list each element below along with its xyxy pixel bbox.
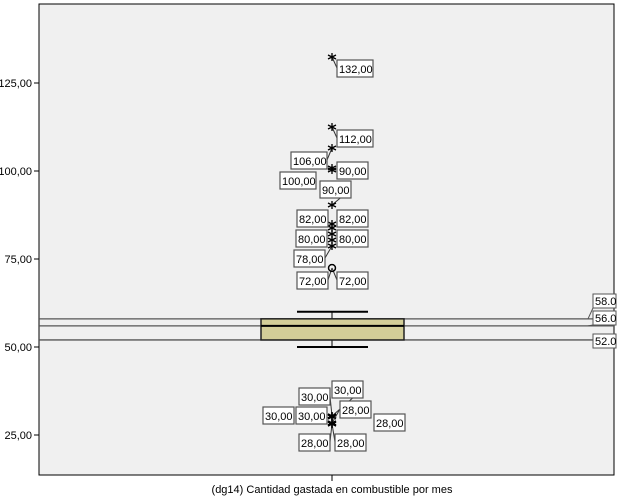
outlier-star-marker: [327, 123, 337, 131]
outlier-label-box: [295, 229, 328, 248]
outlier-label-box: [373, 413, 406, 432]
x-axis-label: (dg14) Cantidad gastada en combustible p…: [212, 484, 453, 496]
reference-line-label: 58.0: [595, 296, 616, 308]
outlier-leader-line: [324, 245, 333, 259]
outlier-label: 72,00: [299, 276, 327, 288]
outlier-label-box: [334, 433, 367, 452]
outlier-label-box: [298, 387, 331, 406]
outlier-label: 78,00: [296, 254, 324, 266]
outlier-label: 80,00: [298, 234, 326, 246]
outlier-star-marker: [327, 164, 337, 172]
outlier-label: 82,00: [339, 214, 367, 226]
y-tick-label: 25,00: [4, 430, 32, 442]
outlier-label-box: [336, 271, 369, 290]
outlier-star-marker: [327, 242, 337, 250]
reference-line-label-box: [592, 310, 617, 326]
box-plot: [260, 310, 405, 348]
outlier-leader-line: [331, 267, 338, 281]
iqr-box: [260, 318, 405, 341]
outlier-label-box: [279, 171, 317, 190]
outlier-label: 82,00: [299, 214, 327, 226]
outlier-star-marker: [327, 420, 337, 428]
outlier-leader-line: [331, 56, 338, 69]
outlier-label: 30,00: [265, 411, 293, 423]
outlier-star-marker: [327, 53, 337, 61]
outlier-label-box: [336, 59, 374, 78]
outlier-label: 28,00: [337, 438, 365, 450]
outlier-label-box: [331, 380, 364, 399]
outlier-label-box: [336, 129, 374, 148]
outliers: 132,00 112,00 106,00 100,00 90,00 90,00 82,00 8…: [262, 53, 406, 452]
reference-line-label: 56.0: [595, 313, 616, 325]
outlier-label: 30,00: [334, 385, 362, 397]
outlier-label-box: [339, 400, 372, 419]
outlier-label: 28,00: [376, 418, 404, 430]
reference-line-label-box: [592, 333, 617, 349]
outlier-label: 72,00: [339, 276, 367, 288]
y-tick-label: 75,00: [4, 254, 32, 266]
outlier-label-box: [293, 249, 326, 268]
outlier-label: 106,00: [293, 156, 327, 168]
outlier-leader-line: [326, 147, 333, 161]
y-axis: 25,00 50,00 75,00 100,00 125,00: [0, 78, 39, 442]
outlier-label-box: [298, 433, 331, 452]
outlier-label: 28,00: [301, 438, 329, 450]
outlier-label-box: [295, 406, 328, 425]
reference-line-label-box: [592, 293, 617, 309]
y-tick-label: 50,00: [4, 342, 32, 354]
outlier-label-box: [296, 209, 329, 228]
outlier-star-marker: [327, 144, 337, 152]
outlier-leader-line: [327, 267, 333, 281]
outlier-leader-line: [331, 126, 338, 139]
outlier-label-box: [296, 271, 329, 290]
outlier-label: 90,00: [339, 166, 367, 178]
outlier-label: 30,00: [298, 411, 326, 423]
outlier-star-marker: [327, 201, 337, 209]
outlier-label: 80,00: [339, 234, 367, 246]
outlier-label: 132,00: [339, 64, 373, 76]
y-tick-label: 125,00: [0, 78, 32, 90]
outlier-label: 30,00: [301, 392, 329, 404]
outlier-label-box: [290, 151, 328, 170]
outlier-label: 28,00: [342, 405, 370, 417]
outlier-label-box: [336, 209, 369, 228]
reference-line-label: 52.0: [595, 336, 616, 348]
y-tick-label: 100,00: [0, 166, 32, 178]
outlier-label: 100,00: [282, 176, 316, 188]
outlier-label-box: [336, 161, 369, 180]
outlier-circle-marker: [327, 263, 337, 273]
outlier-label: 112,00: [339, 134, 372, 146]
outlier-leader-line: [331, 408, 341, 424]
outlier-label-box: [336, 229, 369, 248]
reference-line-leader: [587, 307, 594, 320]
outlier-label: 90,00: [322, 185, 350, 197]
outlier-label-box: [262, 406, 295, 425]
reference-line-leader: [587, 324, 594, 327]
outlier-label-box: [319, 180, 352, 199]
